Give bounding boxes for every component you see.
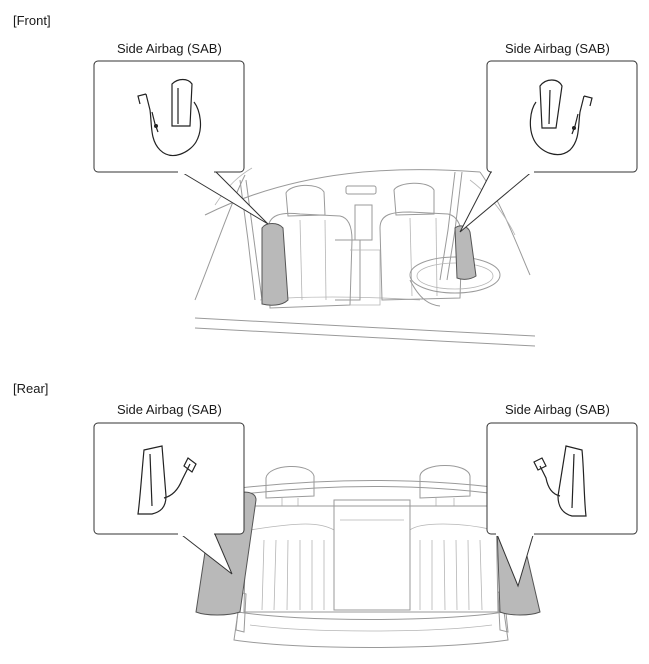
rear-section-label: [Rear] (13, 381, 49, 396)
front-right-airbag-part-icon (529, 79, 593, 155)
rear-left-sab-label: Side Airbag (SAB) (117, 402, 222, 417)
front-right-callout (459, 60, 638, 233)
front-left-airbag-module (261, 223, 289, 306)
front-right-airbag-module (454, 225, 477, 280)
front-left-callout (93, 60, 269, 225)
rear-right-airbag-part-icon (533, 445, 587, 517)
front-right-sab-label: Side Airbag (SAB) (505, 41, 610, 56)
rear-left-airbag-part-icon (137, 445, 197, 515)
rear-right-callout (486, 422, 638, 588)
front-left-sab-label: Side Airbag (SAB) (117, 41, 222, 56)
rear-left-callout (93, 422, 245, 575)
rear-right-sab-label: Side Airbag (SAB) (505, 402, 610, 417)
front-section-label: [Front] (13, 13, 51, 28)
front-left-airbag-part-icon (137, 78, 202, 156)
